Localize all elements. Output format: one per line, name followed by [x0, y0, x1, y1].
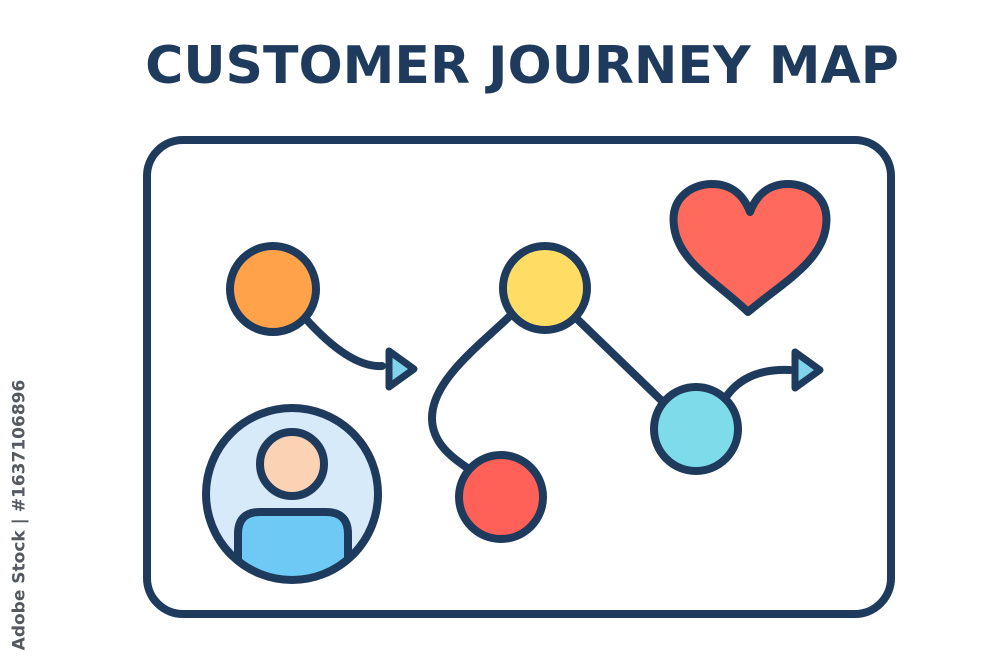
touchpoint-yellow — [499, 242, 591, 334]
connector-yellow-to-cyan — [570, 312, 668, 407]
heart-icon — [669, 180, 831, 316]
arrowhead-left — [385, 347, 418, 391]
connector-yellow-to-red — [427, 310, 516, 478]
connector-orange-to-arrow — [301, 314, 386, 371]
arrowhead-right — [791, 348, 824, 392]
connector-cyan-to-arrow — [720, 365, 794, 404]
page-title: CUSTOMER JOURNEY MAP — [145, 36, 899, 96]
touchpoint-orange — [226, 242, 320, 336]
touchpoint-cyan — [650, 383, 742, 475]
touchpoint-red — [455, 451, 547, 543]
user-avatar-icon — [202, 404, 382, 584]
